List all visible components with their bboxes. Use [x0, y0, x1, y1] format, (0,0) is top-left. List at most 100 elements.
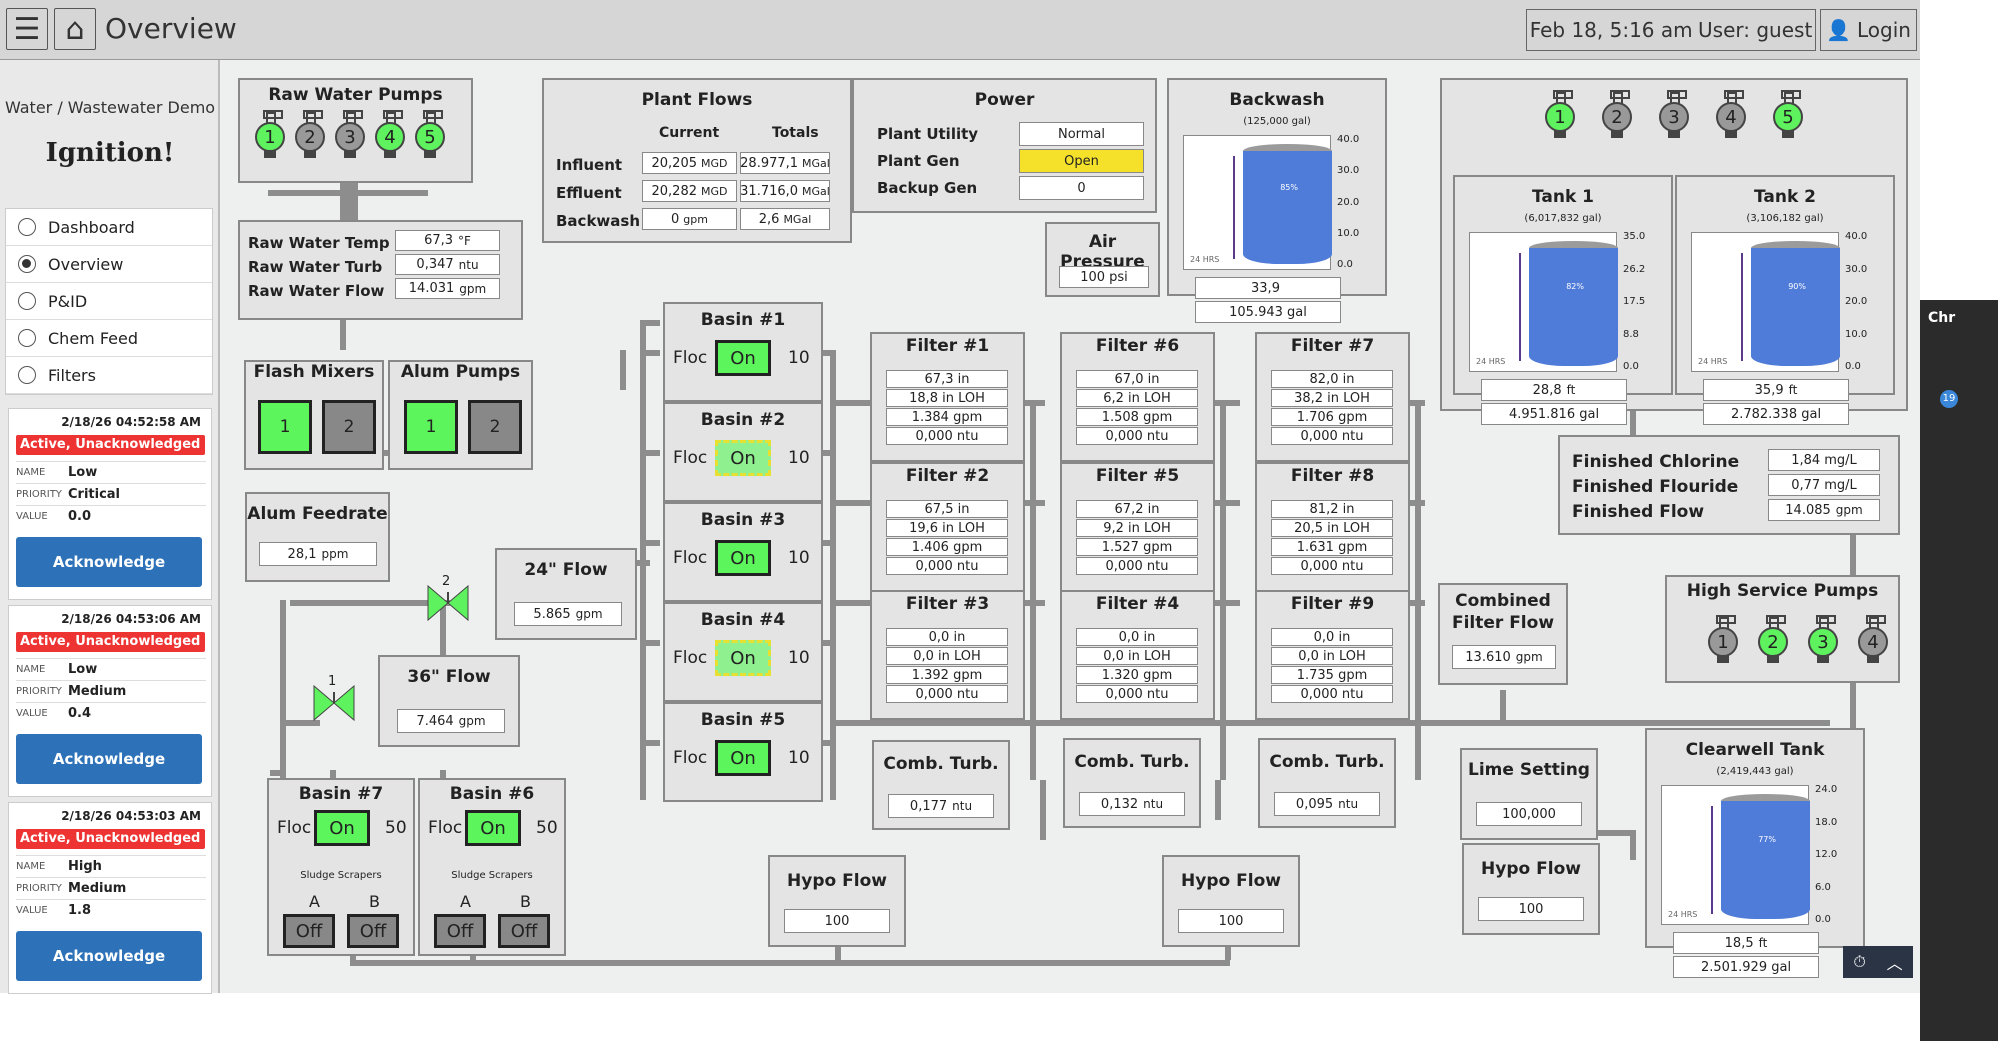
panel-title: Flash Mixers: [253, 362, 375, 382]
unit: ppm: [321, 547, 349, 561]
scraper-a-label: A: [460, 892, 471, 911]
storage-pump-4[interactable]: 4: [1713, 90, 1747, 138]
panel-title: Comb. Turb.: [1269, 752, 1385, 772]
datetime-user-box: Feb 18, 5:16 am User: guest: [1526, 9, 1816, 51]
flash-mixer-2[interactable]: 2: [322, 400, 376, 454]
finished-fl-field: 0,77 mg/L: [1768, 474, 1880, 496]
flow-row-label: Influent: [556, 156, 623, 174]
raw-pump-3[interactable]: 3: [332, 110, 366, 158]
basin-6-panel-scraper-b[interactable]: Off: [498, 914, 550, 948]
nav-chem-feed[interactable]: Chem Feed: [6, 320, 212, 357]
pump-neck: [1766, 615, 1786, 629]
scrapers-label: Sludge Scrapers: [300, 870, 382, 881]
hypo-flow-field: 100: [1478, 897, 1584, 921]
raw-pump-1[interactable]: 1: [252, 110, 286, 158]
raw-pump-2[interactable]: 2: [292, 110, 326, 158]
pump-neck: [1724, 90, 1744, 104]
alum-pump-1[interactable]: 1: [404, 400, 458, 454]
value: 0,132: [1100, 796, 1139, 812]
raw-pump-5[interactable]: 5: [412, 110, 446, 158]
acknowledge-button[interactable]: Acknowledge: [16, 931, 202, 981]
pump-neck: [1553, 90, 1573, 104]
chevron-up-icon[interactable]: ︿: [1886, 954, 1903, 973]
unit: MGal: [802, 184, 830, 198]
pump-foot: [1817, 655, 1829, 663]
hsp-pump-3[interactable]: 3: [1805, 615, 1839, 663]
login-button[interactable]: 👤Login: [1820, 9, 1917, 51]
pump-body: 5: [415, 122, 445, 152]
alarm-key: PRIORITY: [16, 883, 62, 894]
alum-pump-2[interactable]: 2: [468, 400, 522, 454]
pipe: [350, 960, 1230, 966]
nav-overview[interactable]: Overview: [6, 246, 212, 283]
tank-capacity: (2,419,443 gal): [1716, 766, 1794, 777]
nav-filters[interactable]: Filters: [6, 357, 212, 394]
tank-fill: [1529, 248, 1618, 366]
side-app-strip: Chr 19: [1920, 300, 1998, 1041]
power-gen-label: Plant Gen: [877, 152, 960, 170]
value: 14.085: [1785, 502, 1831, 518]
trend-line: [1232, 156, 1235, 259]
pipe: [1630, 410, 1636, 440]
basin-2-on-button[interactable]: On: [715, 440, 771, 476]
nav-label: Dashboard: [48, 217, 135, 237]
flash-mixer-1[interactable]: 1: [258, 400, 312, 454]
raw-pump-4[interactable]: 4: [372, 110, 406, 158]
home-icon[interactable]: ⌂: [54, 8, 96, 50]
floc-label: Floc: [277, 818, 312, 838]
pipe: [290, 600, 450, 606]
value: 14.031: [408, 281, 455, 296]
acknowledge-button[interactable]: Acknowledge: [16, 734, 202, 784]
pump-body: 2: [1602, 102, 1632, 132]
nav-pid[interactable]: P&ID: [6, 283, 212, 320]
panel-title: Raw Water Pumps: [268, 85, 443, 105]
menu-icon[interactable]: ☰: [6, 8, 48, 50]
storage-pump-2[interactable]: 2: [1599, 90, 1633, 138]
pipe: [830, 720, 1830, 726]
bottom-widget[interactable]: ⏱︿: [1843, 946, 1913, 978]
basin-1-on-button[interactable]: On: [715, 340, 771, 376]
tank-percent: 77%: [1758, 835, 1776, 844]
hsp-pump-4[interactable]: 4: [1855, 615, 1889, 663]
filter-value: 1.706 gpm: [1271, 408, 1393, 426]
unit: MGD: [701, 184, 728, 198]
scale-tick: 12.0: [1815, 849, 1838, 860]
basin-7-panel-scraper-a[interactable]: Off: [283, 914, 335, 948]
panel-title: High Service Pumps: [1686, 581, 1879, 601]
basin-4-on-button[interactable]: On: [715, 640, 771, 676]
value: 13.610: [1465, 649, 1511, 665]
raw-water-temp-field: 67,3°F: [395, 230, 500, 251]
basin-7-panel-on-button[interactable]: On: [314, 810, 370, 846]
acknowledge-button[interactable]: Acknowledge: [16, 537, 202, 587]
panel-title: 24" Flow: [524, 560, 608, 580]
radio-selected-icon: [18, 255, 36, 273]
timer-icon[interactable]: ⏱: [1853, 952, 1866, 971]
basin-6-panel-scraper-a[interactable]: Off: [434, 914, 486, 948]
valve-1[interactable]: 1: [312, 674, 356, 728]
basin-5-on-button[interactable]: On: [715, 740, 771, 776]
hsp-pump-2[interactable]: 2: [1755, 615, 1789, 663]
basin-3-on-button[interactable]: On: [715, 540, 771, 576]
storage-pump-5[interactable]: 5: [1770, 90, 1804, 138]
pump-neck: [1816, 615, 1836, 629]
raw-water-flow-label: Raw Water Flow: [248, 282, 385, 300]
filter-value: 0,0 in LOH: [886, 647, 1008, 665]
pipe: [640, 320, 646, 800]
basin-6-panel-on-button[interactable]: On: [465, 810, 521, 846]
basin-7-panel-scraper-b[interactable]: Off: [347, 914, 399, 948]
filter-value: 67,0 in: [1076, 370, 1198, 388]
valve-2[interactable]: 2: [426, 574, 470, 628]
panel-title: Filter #5: [1095, 466, 1180, 486]
hsp-pump-1[interactable]: 1: [1705, 615, 1739, 663]
storage-pump-1[interactable]: 1: [1542, 90, 1576, 138]
nav-dashboard[interactable]: Dashboard: [6, 209, 212, 246]
storage-pump-3[interactable]: 3: [1656, 90, 1690, 138]
raw-water-temp-label: Raw Water Temp: [248, 234, 390, 252]
unit: MGal: [783, 212, 812, 226]
filter-value: 1.320 gpm: [1076, 666, 1198, 684]
